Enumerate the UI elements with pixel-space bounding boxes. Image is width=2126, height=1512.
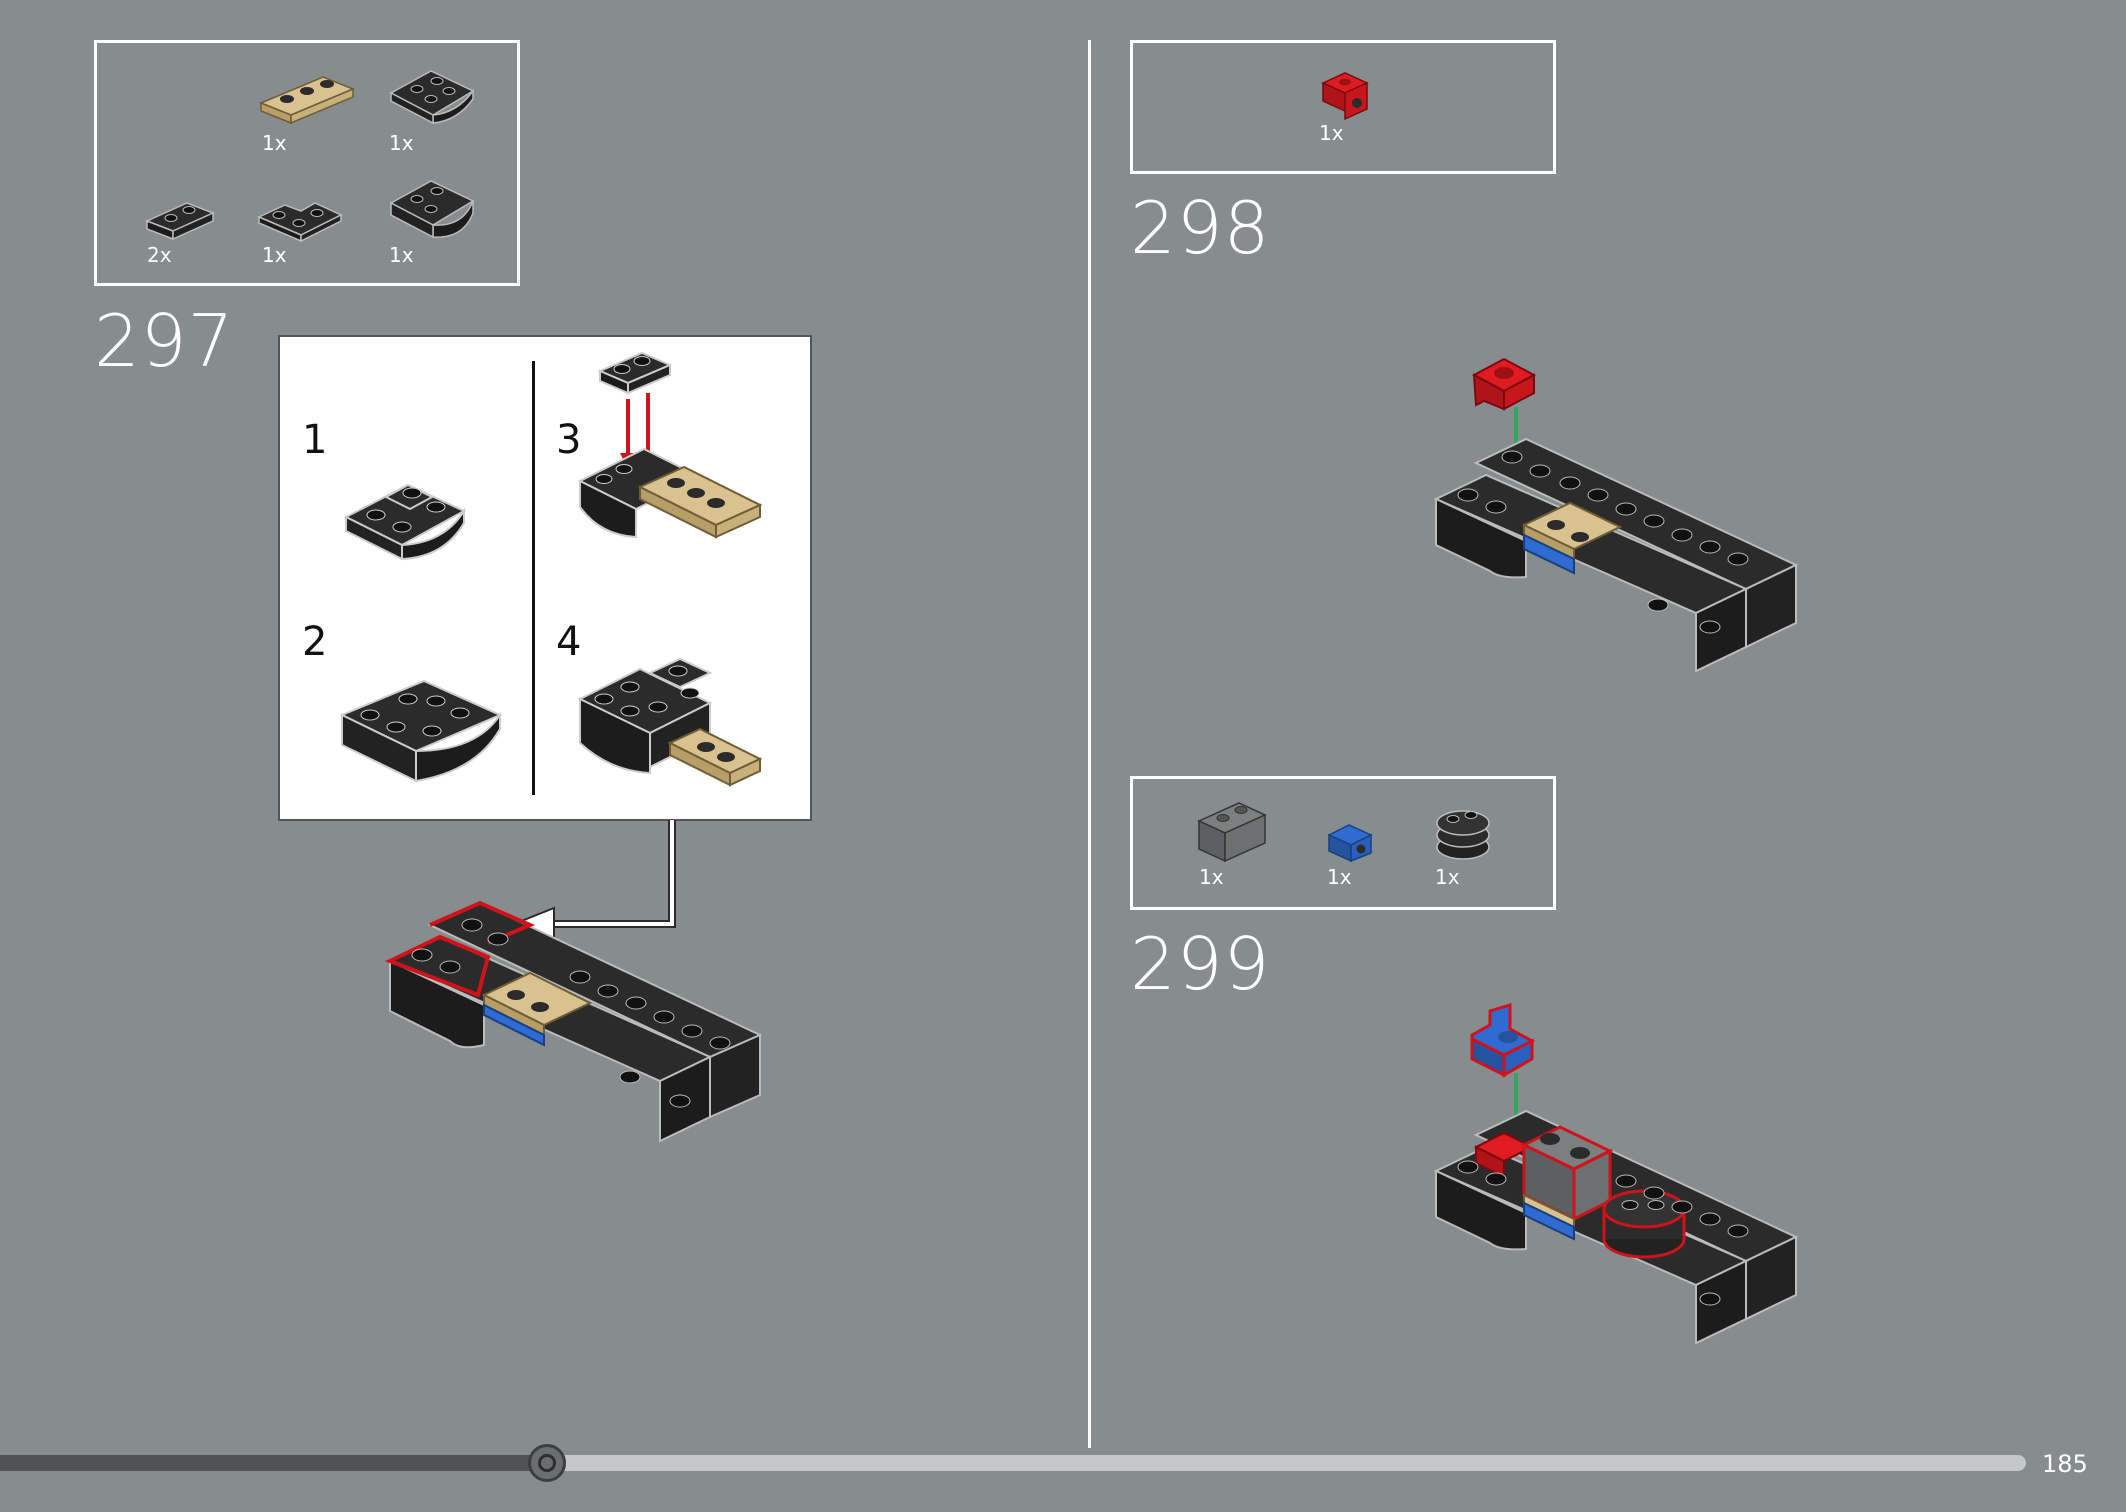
- tan-plate-1x3-icon: [259, 76, 355, 125]
- parts-box-298: 1x: [1130, 40, 1556, 174]
- progress-fill: [0, 1455, 547, 1471]
- substep-number: 4: [556, 619, 582, 665]
- completed-subassembly-illustration: [577, 657, 763, 787]
- parts-box-297: 1x 1x 2x 1x 1x: [94, 40, 520, 286]
- dark-round-plate-stack-icon: [1436, 810, 1490, 860]
- part-qty: 1x: [262, 243, 287, 267]
- part-qty: 2x: [147, 243, 172, 267]
- page-number: 185: [2042, 1450, 2088, 1478]
- blue-bracket-icon: [1327, 824, 1373, 863]
- substep-number: 3: [556, 417, 582, 463]
- part-qty: 1x: [1327, 865, 1352, 889]
- parts-box-299: 1x 1x 1x: [1130, 776, 1556, 910]
- red-bracket-icon: [1321, 72, 1369, 121]
- callout-divider: [532, 361, 535, 795]
- dark-curved-slope-icon: [389, 180, 475, 239]
- model-step-299: [1433, 1002, 1799, 1345]
- part-qty: 1x: [389, 243, 414, 267]
- page-divider: [1088, 40, 1091, 1448]
- callout-connector-arrow: [511, 820, 676, 942]
- step-number-297: 297: [94, 299, 235, 383]
- part-qty: 1x: [1199, 865, 1224, 889]
- part-qty: 1x: [1319, 121, 1344, 145]
- combined-slopes-illustration: [339, 679, 503, 783]
- step-number-298: 298: [1130, 186, 1271, 270]
- handle-ring-icon: [538, 1454, 556, 1472]
- progress-slider-handle[interactable]: [528, 1444, 566, 1482]
- dark-plate-1x2-icon: [145, 202, 215, 241]
- substep-number: 2: [302, 619, 328, 665]
- subassembly-callout: 1 2 3 4: [278, 335, 812, 821]
- inverted-slope-illustration: [343, 483, 467, 561]
- gray-brick-1x2-icon: [1197, 802, 1267, 863]
- part-qty: 1x: [389, 131, 414, 155]
- dark-corner-plate-icon: [257, 202, 343, 243]
- dark-inverted-slope-icon: [389, 70, 475, 125]
- tan-plate-attach-illustration: [577, 351, 763, 539]
- part-qty: 1x: [262, 131, 287, 155]
- step-number-299: 299: [1130, 922, 1271, 1006]
- substep-number: 1: [302, 417, 328, 463]
- part-qty: 1x: [1435, 865, 1460, 889]
- model-step-297: [384, 900, 763, 1143]
- model-step-298: [1433, 357, 1799, 673]
